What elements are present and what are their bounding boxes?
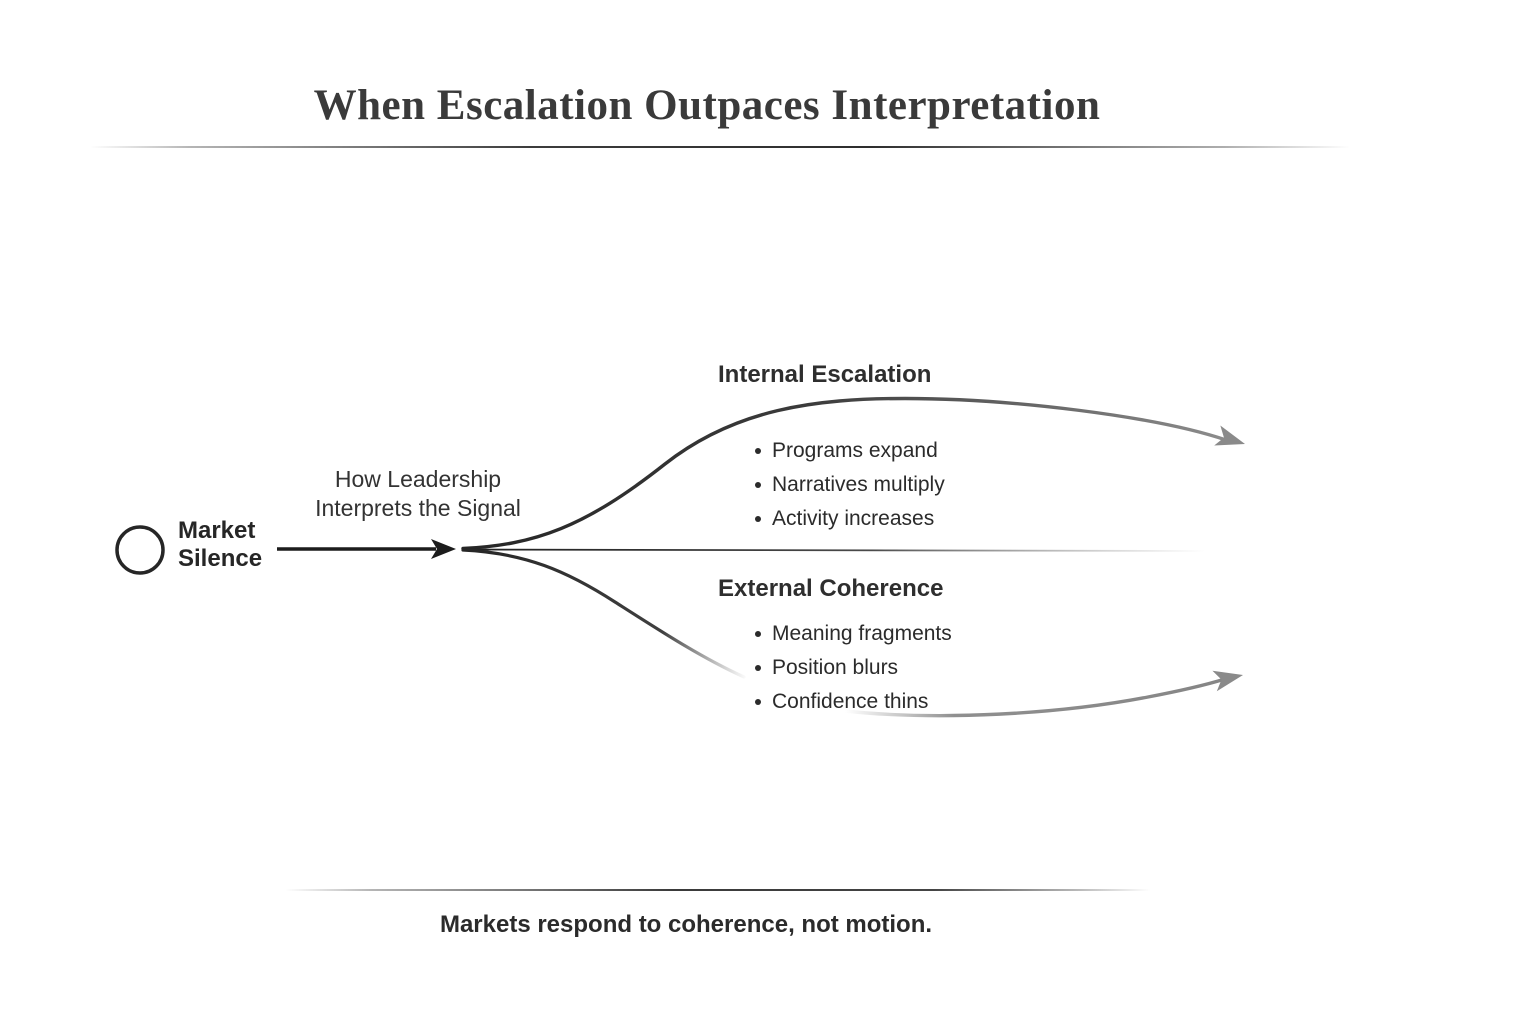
internal-branch-curve bbox=[461, 396, 1228, 551]
market-silence-node bbox=[115, 525, 165, 575]
bottom-divider bbox=[285, 889, 1150, 891]
external-coherence-heading: External Coherence bbox=[718, 575, 944, 602]
external-branch-curve-start bbox=[461, 548, 746, 679]
market-silence-line1: Market bbox=[178, 517, 256, 544]
external-branch-curve-end bbox=[843, 677, 1227, 718]
bullet-item: Narratives multiply bbox=[755, 468, 945, 502]
signal-interpretation-label: How Leadership Interprets the Signal bbox=[315, 465, 521, 523]
signal-label-line2: Interprets the Signal bbox=[315, 495, 521, 521]
baseline-curve bbox=[463, 548, 1206, 552]
internal-bullet-list: Programs expand Narratives multiply Acti… bbox=[755, 434, 945, 536]
internal-escalation-heading: Internal Escalation bbox=[718, 361, 932, 388]
bullet-item: Confidence thins bbox=[755, 685, 952, 719]
market-silence-line2: Silence bbox=[178, 545, 263, 572]
bullet-item: Position blurs bbox=[755, 651, 952, 685]
top-divider bbox=[90, 146, 1350, 148]
signal-label-line1: How Leadership bbox=[334, 466, 502, 492]
page-title: When Escalation Outpaces Interpretation bbox=[313, 82, 1101, 129]
market-silence-label: Market Silence bbox=[178, 517, 262, 573]
bullet-item: Meaning fragments bbox=[755, 617, 952, 651]
caption: Markets respond to coherence, not motion… bbox=[439, 911, 933, 938]
signal-arrowhead-icon bbox=[431, 539, 456, 559]
external-bullet-list: Meaning fragments Position blurs Confide… bbox=[755, 617, 952, 719]
bullet-item: Activity increases bbox=[755, 502, 945, 536]
external-arrowhead-icon bbox=[1212, 670, 1243, 692]
bullet-item: Programs expand bbox=[755, 434, 945, 468]
internal-arrowhead-icon bbox=[1214, 425, 1245, 446]
